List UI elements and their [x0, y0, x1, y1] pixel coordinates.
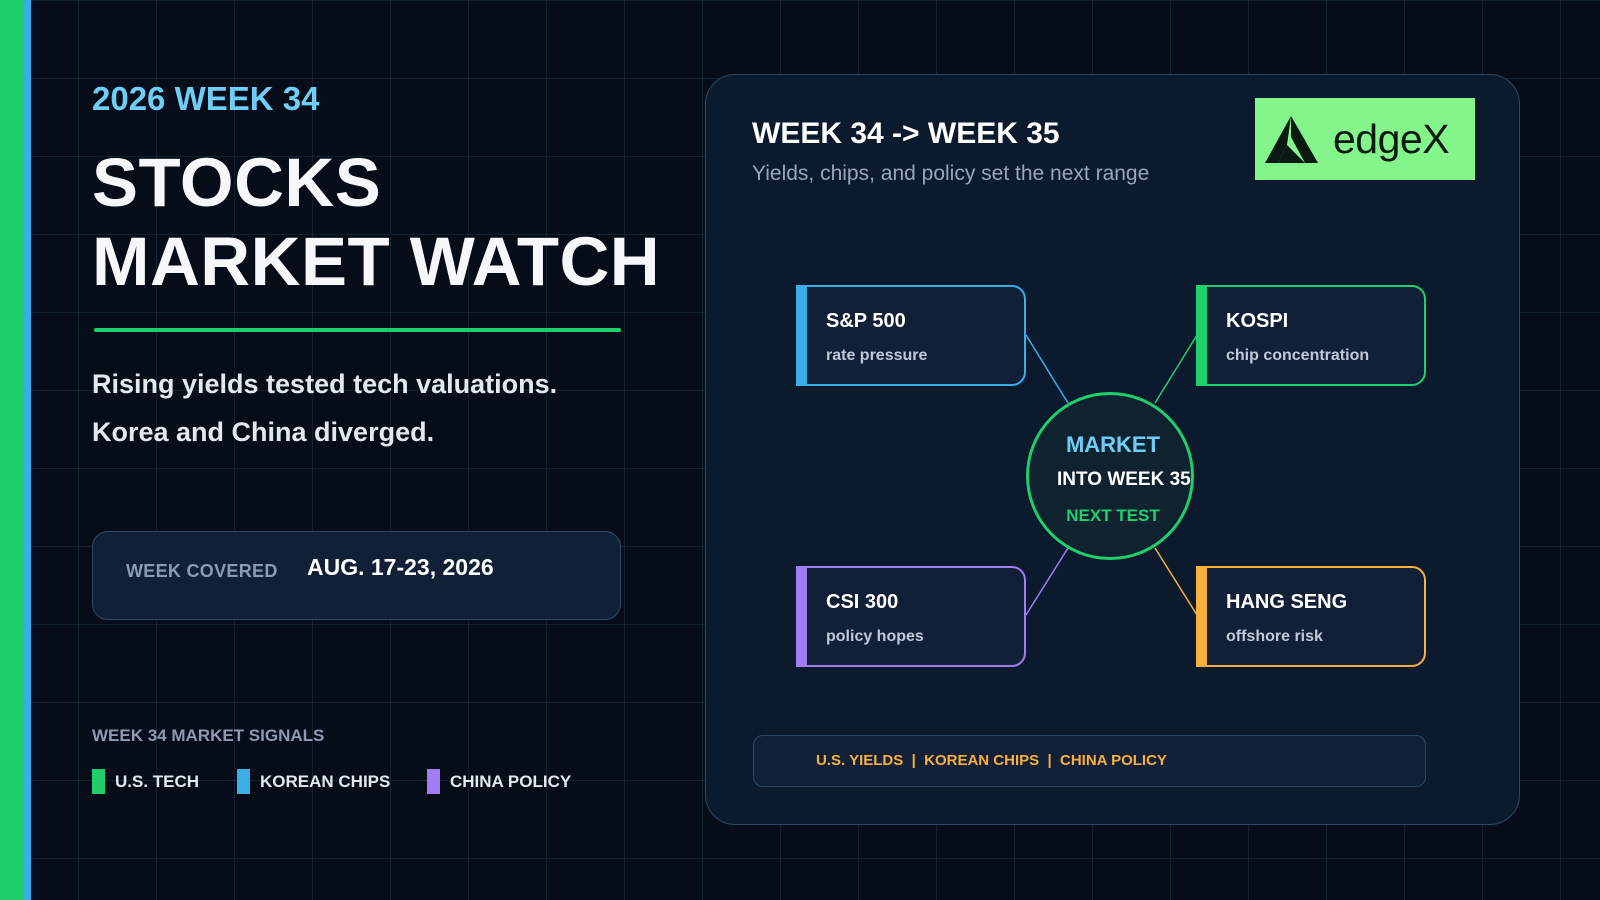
kicker: 2026 WEEK 34	[92, 80, 320, 117]
signal-swatch	[237, 769, 250, 794]
summary-line2: Korea and China diverged.	[92, 417, 435, 447]
node-hang-seng: HANG SENG offshore risk	[1196, 566, 1426, 667]
node-title: CSI 300	[826, 591, 899, 613]
hero-divider	[94, 328, 621, 332]
connector-hang-seng	[1154, 547, 1198, 616]
node-kospi: KOSPI chip concentration	[1196, 285, 1426, 386]
node-stripe	[796, 566, 807, 667]
signal-swatch	[427, 769, 440, 794]
connector-sp500	[1025, 334, 1069, 404]
footer-banner: U.S. YIELDS | KOREAN CHIPS | CHINA POLIC…	[753, 735, 1426, 787]
signal-us-tech: U.S. TECH	[92, 769, 199, 794]
signal-swatch	[92, 769, 105, 794]
node-title: S&P 500	[826, 310, 906, 332]
node-stripe	[1196, 566, 1207, 667]
node-title: KOSPI	[1226, 310, 1289, 332]
left-accent-bar-blue	[24, 0, 31, 900]
node-subtitle: offshore risk	[1226, 628, 1323, 645]
hero-title-line1: STOCKS	[92, 144, 382, 221]
market-hub: MARKET INTO WEEK 35 NEXT TEST	[1026, 392, 1194, 560]
hero-title: STOCKS MARKET WATCH	[92, 143, 660, 301]
panel-title: WEEK 34 -> WEEK 35	[752, 117, 1060, 150]
connector-csi300	[1025, 547, 1069, 616]
node-stripe	[1196, 285, 1207, 386]
signal-label: CHINA POLICY	[450, 771, 572, 791]
hub-title: MARKET	[1065, 432, 1161, 457]
edgex-logo-text: edgeX	[1333, 115, 1450, 162]
summary-line1: Rising yields tested tech valuations.	[92, 369, 558, 399]
node-subtitle: chip concentration	[1226, 347, 1370, 364]
node-csi300: CSI 300 policy hopes	[796, 566, 1026, 667]
edgex-logo-mark-icon	[1265, 116, 1318, 163]
signal-china-policy: CHINA POLICY	[427, 769, 571, 794]
node-title: HANG SENG	[1226, 591, 1348, 613]
footer-text: U.S. YIELDS | KOREAN CHIPS | CHINA POLIC…	[816, 752, 1167, 769]
week-covered-value: AUG. 17-23, 2026	[307, 554, 494, 580]
panel-subtitle: Yields, chips, and policy set the next r…	[752, 162, 1150, 185]
edgex-logo: edgeX	[1255, 98, 1475, 180]
week-covered-box: WEEK COVERED AUG. 17-23, 2026	[92, 531, 621, 620]
signal-label: U.S. TECH	[115, 771, 200, 791]
connector-kospi	[1154, 334, 1198, 404]
hub-tag: NEXT TEST	[1066, 506, 1160, 525]
node-subtitle: rate pressure	[826, 347, 928, 364]
node-subtitle: policy hopes	[826, 628, 924, 645]
left-accent-bar	[0, 0, 24, 900]
hero-title-line2: MARKET WATCH	[92, 223, 661, 300]
signal-korean-chips: KOREAN CHIPS	[237, 769, 390, 794]
summary: Rising yields tested tech valuations. Ko…	[92, 360, 557, 456]
signal-label: KOREAN CHIPS	[260, 771, 391, 791]
hub-subtitle: INTO WEEK 35	[1057, 469, 1191, 490]
node-stripe	[796, 285, 807, 386]
signals-title: WEEK 34 MARKET SIGNALS	[92, 726, 325, 745]
node-sp500: S&P 500 rate pressure	[796, 285, 1026, 386]
week-covered-label: WEEK COVERED	[126, 561, 278, 581]
